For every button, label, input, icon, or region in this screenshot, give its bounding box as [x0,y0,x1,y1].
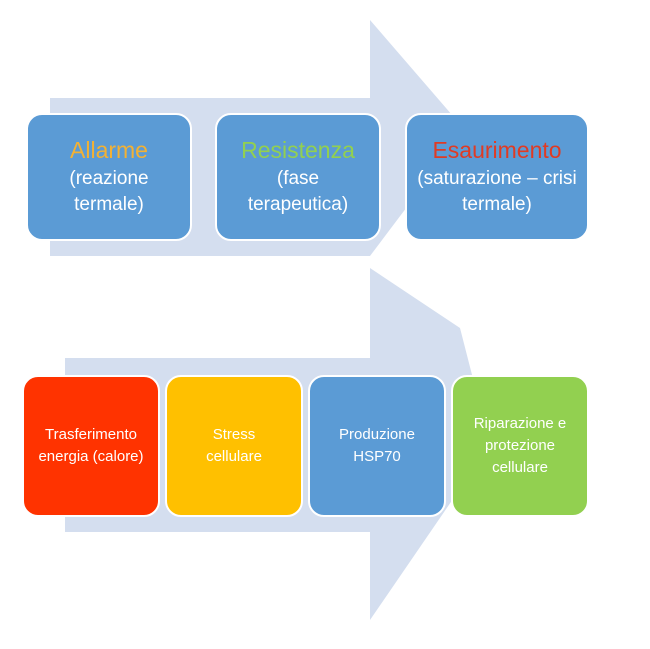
phase-resistance-subtitle: (fase terapeutica) [247,168,349,215]
step-energy-transfer-box: Trasferimento energia (calore) [22,375,160,517]
step-hsp70-box: Produzione HSP70 [308,375,446,517]
phase-resistance-title: Resistenza [241,137,355,163]
step-cell-stress-label: Stress cellulare [206,426,262,465]
phase-alarm-subtitle: (reazione termale) [69,168,149,215]
phase-exhaustion-title: Esaurimento [432,137,562,163]
phase-alarm-box: Allarme (reazione termale) [26,113,192,241]
step-repair-label: Riparazione e protezione cellulare [473,415,567,476]
step-energy-transfer-label: Trasferimento energia (calore) [38,426,144,465]
phase-exhaustion-subtitle: (saturazione – crisi termale) [417,168,577,215]
step-repair-box: Riparazione e protezione cellulare [451,375,589,517]
phase-resistance-box: Resistenza (fase terapeutica) [215,113,381,241]
phase-alarm-title: Allarme [70,137,148,163]
step-cell-stress-box: Stress cellulare [165,375,303,517]
phase-exhaustion-box: Esaurimento (saturazione – crisi termale… [405,113,589,241]
step-hsp70-label: Produzione HSP70 [339,426,415,465]
